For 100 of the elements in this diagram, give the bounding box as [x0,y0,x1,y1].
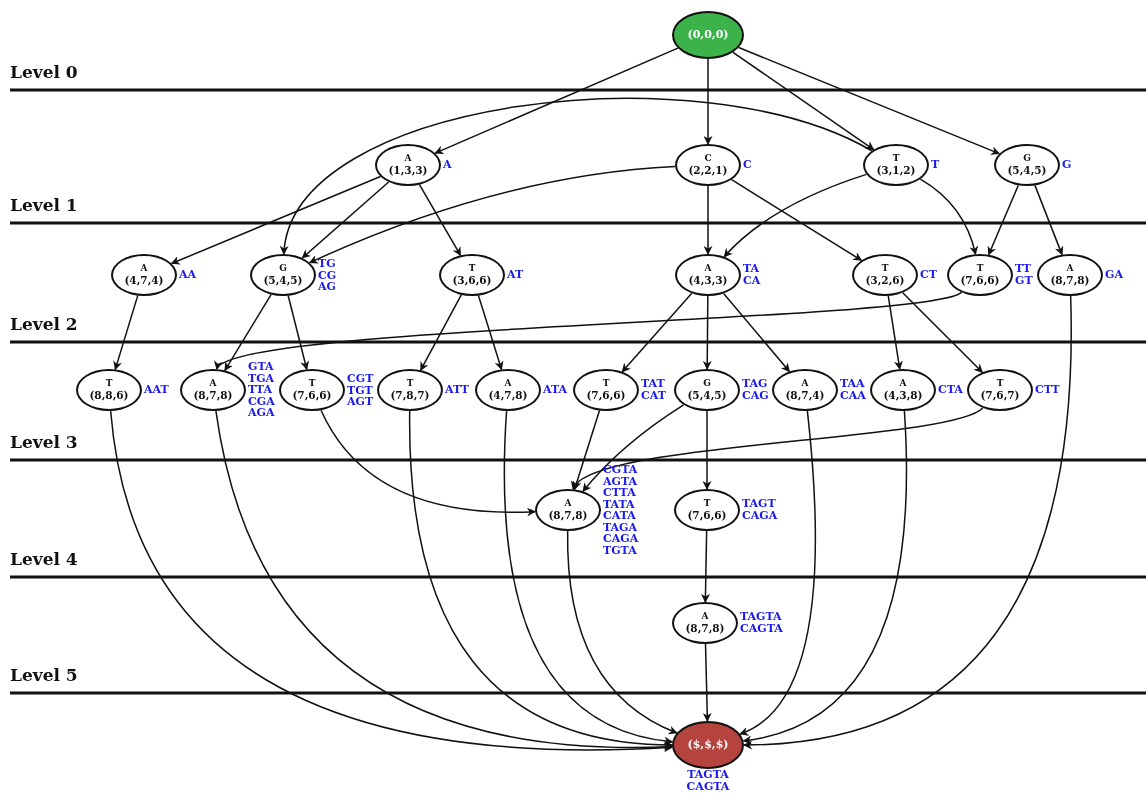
arrow [224,293,272,372]
state-tuple: (2,2,1) [688,163,728,176]
sequence-label: TATA [603,498,635,510]
arrow [739,410,817,735]
sequence-label: TAG [742,378,768,390]
arrow [887,295,903,370]
level-label: Level 0 [10,62,78,82]
sequence-label: A [443,159,452,171]
nucleotide-letter: T [881,264,889,274]
nucleotide-letter: T [703,499,711,509]
level-label: Level 4 [10,549,78,569]
sequence-label: CAG [742,390,769,402]
sequence-label: AGTA [603,475,638,487]
sequence-label: CG [318,269,337,281]
state-tuple: (3,2,6) [865,273,905,286]
arrow [743,295,1072,750]
nucleotide-letter: A [899,379,907,389]
nucleotide-letter: T [105,379,113,389]
arrow [742,410,908,744]
state-tuple: (7,6,7) [980,388,1020,401]
sequence-label: AT [507,269,524,281]
arrow [987,184,1020,256]
state-tuple: (4,7,8) [488,388,528,401]
sequence-label: CGTA [603,463,638,476]
sequence-label: AGT [347,395,374,408]
sequence-label: TTA [248,384,272,396]
state-node [672,11,744,59]
arrow [703,58,713,145]
state-tuple: (4,3,3) [688,273,728,286]
arrow [281,97,873,255]
arrow [702,643,712,722]
state-tuple: (8,7,4) [785,388,825,401]
arrow [418,183,462,257]
arrow [320,409,536,517]
sequence-label: TGT [347,384,373,396]
nucleotide-letter: A [1066,264,1074,274]
sequence-label: TGA [248,372,275,385]
state-tuple: ($,$,$) [687,738,729,752]
nucleotide-letter: T [406,379,414,389]
sequence-label: TAGA [603,521,638,534]
sequence-label: TAGTA [740,611,782,623]
level-label: Level 5 [10,665,78,685]
arrow [723,173,868,258]
arrow [572,407,984,490]
nucleotide-letter: G [279,264,287,274]
sequence-label: CAA [840,390,866,402]
state-tuple: (8,7,8) [685,621,725,634]
state-tuple: (8,7,8) [193,388,233,401]
nucleotide-letter: T [996,379,1004,389]
sequence-label: CAGTA [686,780,730,793]
state-tuple: (7,6,6) [586,388,626,401]
sequence-label: GT [1015,275,1033,287]
nucleotide-letter: T [308,379,316,389]
nucleotide-letter: C [704,154,712,164]
nucleotide-letter: A [140,264,148,274]
sequence-label: TT [1015,263,1031,275]
sequence-label: TAA [840,378,865,390]
arrow [732,51,875,151]
nucleotide-letter: G [703,379,711,389]
state-tuple: (7,6,6) [292,388,332,401]
arrow [113,294,139,371]
arrow [572,409,601,491]
sequence-label: CTT [1035,384,1060,396]
arrow [702,295,712,370]
sequence-label: CAGTA [740,623,783,635]
sequence-label: AG [318,280,336,293]
sequence-label: ATA [543,384,568,396]
arrow [1034,184,1064,256]
level-label: Level 1 [10,195,78,215]
state-tuple: (3,1,2) [876,163,916,176]
sequence-label: CTA [938,384,963,396]
sequence-label: G [1062,159,1072,171]
sequence-label: TG [318,257,336,270]
arrow [503,410,674,745]
sequence-label: ATT [445,384,469,396]
state-tuple: (4,3,8) [883,388,923,401]
state-tuple: (8,7,8) [548,508,588,521]
state-tuple: (8,7,8) [1050,273,1090,286]
arrow [582,404,685,493]
arrow [408,410,673,750]
nucleotide-letter: A [701,612,709,622]
arrow [919,178,978,256]
nucleotide-letter: A [704,264,712,274]
state-tuple: (7,6,6) [960,273,1000,286]
nucleotide-letter: T [602,379,610,389]
nucleotide-letter: G [1023,154,1031,164]
level-label: Level 3 [10,432,78,452]
state-tuple: (0,0,0) [687,28,729,42]
arrow [215,410,673,752]
arrow [287,295,310,371]
state-tuple: (1,3,3) [388,163,428,176]
arrow [419,294,463,371]
sequence-label: CA [743,275,761,287]
nucleotide-letter: T [468,264,476,274]
nucleotide-letter: A [504,379,512,389]
arrow [566,530,678,734]
state-tuple: (5,4,5) [1007,163,1047,176]
sequence-label: CT [920,269,937,281]
state-tuple: (3,6,6) [452,273,492,286]
sequence-label: TA [743,263,760,275]
